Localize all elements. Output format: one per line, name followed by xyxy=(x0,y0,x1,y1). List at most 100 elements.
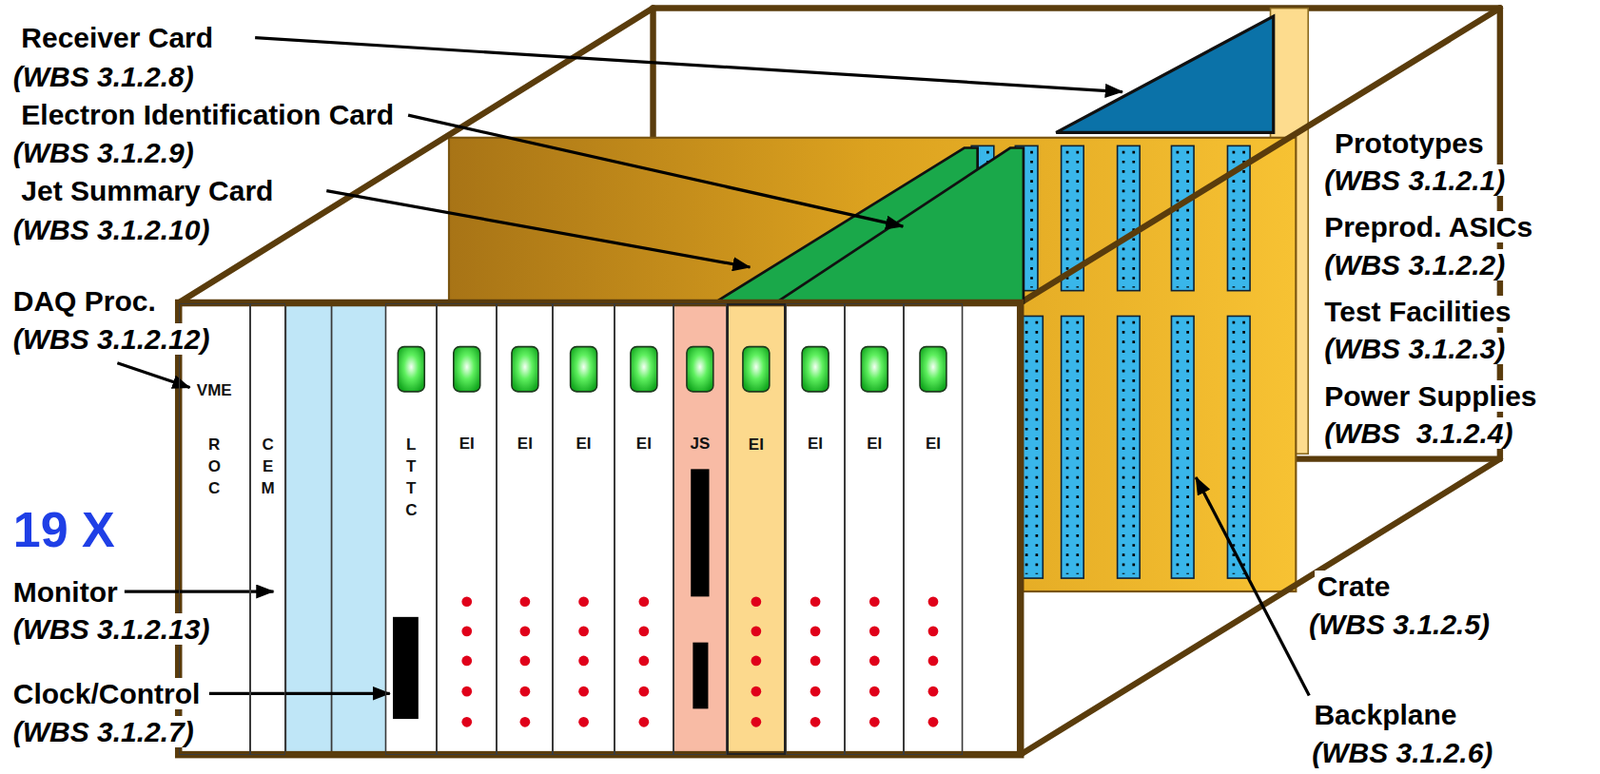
led xyxy=(397,347,425,392)
led xyxy=(860,347,888,392)
connector-strip xyxy=(1061,315,1085,579)
status-leds xyxy=(397,347,947,392)
pin-row xyxy=(1035,321,1039,575)
card-label: EI xyxy=(728,435,784,455)
wbs-number: (WBS 3.1.2.7) xyxy=(10,716,197,748)
dot xyxy=(520,686,531,698)
crate-edge xyxy=(1020,459,1501,756)
led xyxy=(630,347,658,392)
wbs-number: (WBS 3.1.2.9) xyxy=(10,136,197,169)
pin-row xyxy=(1122,151,1126,289)
dot xyxy=(461,596,472,607)
part-label: Clock/Control xyxy=(10,678,204,710)
wbs-number: (WBS 3.1.2.6) xyxy=(1308,737,1496,769)
part-label: Power Supplies xyxy=(1321,380,1540,412)
dot xyxy=(578,717,589,728)
dot xyxy=(928,686,939,698)
led xyxy=(686,347,714,392)
dot xyxy=(751,596,762,607)
blank-card xyxy=(331,303,387,756)
dot xyxy=(810,625,821,637)
part-label: Receiver Card xyxy=(18,21,216,54)
crate-edge xyxy=(653,4,1501,11)
card-label: EI xyxy=(615,434,673,454)
part-label: Electron Identification Card xyxy=(18,98,397,131)
pin-row xyxy=(1030,151,1034,289)
card-label: ROC xyxy=(206,434,223,501)
part-label: Prototypes xyxy=(1331,127,1487,159)
connector-strip xyxy=(1117,145,1141,291)
dot xyxy=(461,686,472,698)
pin-row xyxy=(1131,151,1135,289)
led xyxy=(453,347,481,392)
card-label: EI xyxy=(553,434,613,454)
wbs-number: (WBS 3.1.2.5) xyxy=(1306,608,1493,641)
dot xyxy=(751,717,762,728)
dot xyxy=(751,656,762,667)
crate-front-edges xyxy=(178,303,1021,756)
card-slot: EI xyxy=(726,303,786,756)
card-slot: EI xyxy=(903,303,962,756)
dot xyxy=(578,625,589,637)
dot xyxy=(639,596,650,607)
dot xyxy=(461,656,472,667)
pin-row xyxy=(1232,321,1236,575)
wbs-number: (WBS 3.1.2.3) xyxy=(1321,332,1508,365)
dot xyxy=(928,656,939,667)
pin-row xyxy=(1131,321,1135,575)
pin-row xyxy=(1242,151,1246,289)
wbs-number: (WBS 3.1.2.10) xyxy=(10,214,214,246)
dot xyxy=(639,625,650,637)
dot xyxy=(928,717,939,728)
card-label: EI xyxy=(497,434,552,454)
card-label: EI xyxy=(786,434,844,454)
leader-arrow xyxy=(326,191,750,268)
leader-arrow xyxy=(124,589,274,593)
wbs-number: (WBS 3.1.2.1) xyxy=(1321,164,1508,196)
leader-arrow xyxy=(254,38,1123,93)
part-label: DAQ Proc. xyxy=(10,285,159,317)
part-label: Crate xyxy=(1314,570,1394,603)
led xyxy=(570,347,598,392)
card-slot: EI xyxy=(436,303,497,756)
part-label: Preprod. ASICs xyxy=(1321,211,1536,243)
pin-row xyxy=(1122,321,1126,575)
card-label: JS xyxy=(674,434,726,454)
dot xyxy=(869,596,880,607)
dot xyxy=(520,717,531,728)
card-label: EI xyxy=(437,434,496,454)
card-slot: EI xyxy=(496,303,553,756)
card-slot: EI xyxy=(552,303,614,756)
pin-row xyxy=(1186,321,1190,575)
crate-count: 19 X xyxy=(10,503,118,558)
pin-row xyxy=(1025,321,1029,575)
dot xyxy=(810,717,821,728)
dot xyxy=(578,596,589,607)
part-label: Monitor xyxy=(10,576,121,608)
dot xyxy=(639,717,650,728)
wbs-number: (WBS 3.1.2.4) xyxy=(1321,417,1516,449)
card-label: CEM xyxy=(259,434,276,501)
receiver-card xyxy=(1055,16,1273,133)
pin-row xyxy=(1186,151,1190,289)
dot xyxy=(520,656,531,667)
clock-connector xyxy=(392,617,419,720)
part-label: Test Facilities xyxy=(1321,295,1514,328)
connector-strip xyxy=(1117,315,1141,579)
connector-strip xyxy=(1170,315,1194,579)
front-panel xyxy=(178,303,1021,756)
cable-connector xyxy=(692,643,708,710)
leader-arrow xyxy=(408,115,903,227)
card-label: EI xyxy=(845,434,903,454)
blank-card xyxy=(962,303,1021,756)
dot xyxy=(751,625,762,637)
card-slot: CEM xyxy=(250,303,287,756)
part-label: Jet Summary Card xyxy=(18,175,276,207)
leader-arrow xyxy=(209,692,391,696)
led xyxy=(742,347,770,392)
wbs-number: (WBS 3.1.2.12) xyxy=(10,323,214,355)
dot xyxy=(520,625,531,637)
led xyxy=(919,347,947,392)
card-label: EI xyxy=(904,434,961,454)
